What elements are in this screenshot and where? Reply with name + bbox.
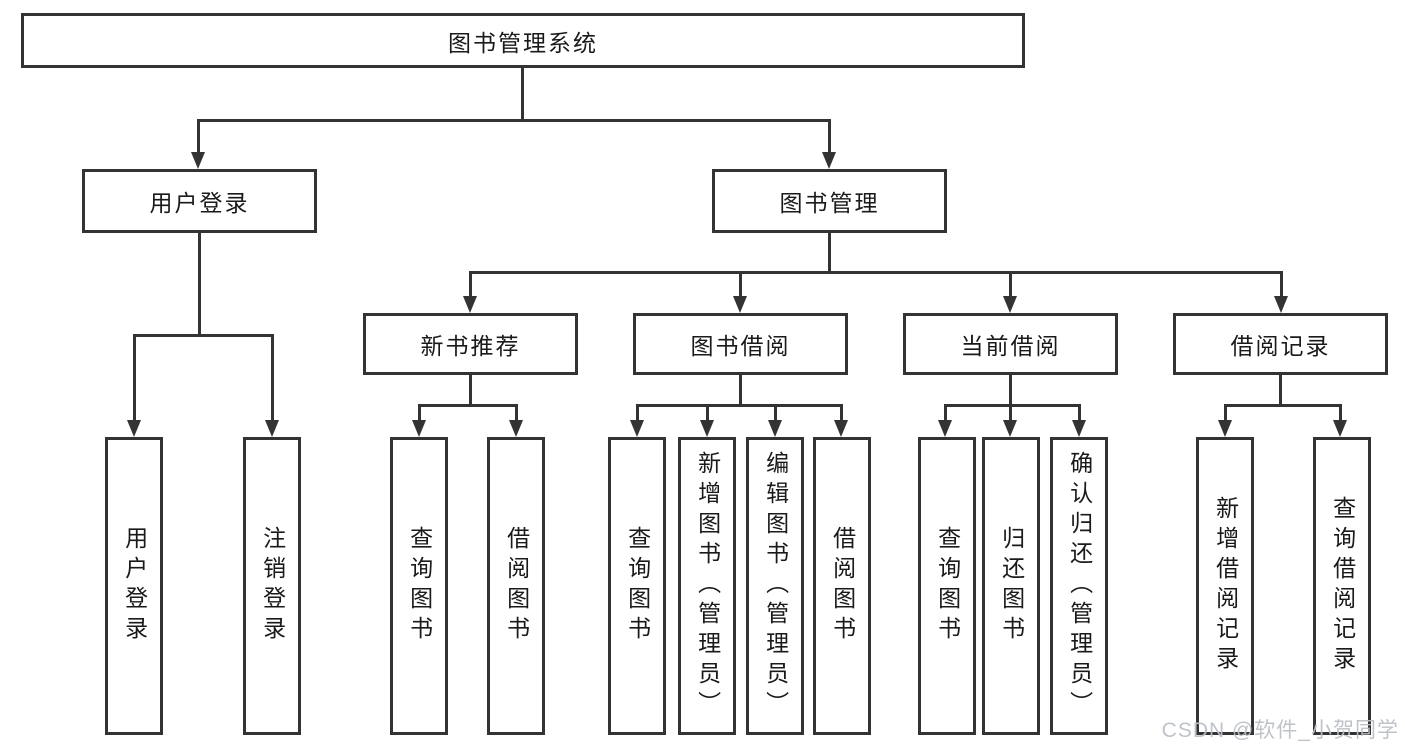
leaf-user-login: 用户登录	[105, 437, 163, 735]
leaf-query-book-recommend: 查询图书	[390, 437, 448, 735]
connector-line	[469, 271, 472, 298]
leaf-return-book-label: 归还图书	[998, 526, 1025, 646]
leaf-borrow-book-recommend-label: 借阅图书	[503, 526, 530, 646]
leaf-logout: 注销登录	[243, 437, 301, 735]
connector-line	[1224, 404, 1227, 421]
connector-line	[1009, 375, 1012, 407]
leaf-query-book: 查询图书	[608, 437, 666, 735]
leaf-query-borrow-record-label: 查询借阅记录	[1329, 496, 1356, 676]
node-new-book-recommend: 新书推荐	[363, 313, 578, 375]
connector-line	[1078, 404, 1081, 421]
connector-line	[1280, 271, 1283, 298]
arrowhead-icon	[463, 296, 477, 313]
connector-line	[1339, 404, 1342, 421]
connector-line	[706, 404, 709, 421]
node-borrow-record-label: 借阅记录	[1230, 333, 1331, 359]
node-book-borrow: 图书借阅	[633, 313, 848, 375]
arrowhead-icon	[1003, 420, 1017, 437]
node-current-borrow: 当前借阅	[903, 313, 1118, 375]
arrowhead-icon	[938, 420, 952, 437]
connector-line	[636, 404, 639, 421]
connector-line	[198, 233, 201, 337]
leaf-borrow-book: 借阅图书	[813, 437, 871, 735]
leaf-query-borrow-record: 查询借阅记录	[1313, 437, 1371, 735]
arrowhead-icon	[127, 420, 141, 437]
leaf-add-borrow-record: 新增借阅记录	[1196, 437, 1254, 735]
arrowhead-icon	[1218, 420, 1232, 437]
connector-line	[469, 375, 472, 407]
connector-line	[636, 404, 843, 407]
connector-line	[739, 271, 742, 298]
arrowhead-icon	[191, 152, 205, 169]
connector-line	[1009, 404, 1012, 421]
connector-line	[1279, 375, 1282, 407]
connector-line	[418, 404, 518, 407]
connector-line	[828, 119, 831, 155]
arrowhead-icon	[265, 420, 279, 437]
arrowhead-icon	[1072, 420, 1086, 437]
node-book-borrow-label: 图书借阅	[690, 333, 791, 359]
arrowhead-icon	[733, 296, 747, 313]
arrowhead-icon	[412, 420, 426, 437]
leaf-query-book-label: 查询图书	[624, 526, 651, 646]
connector-line	[1009, 271, 1012, 298]
node-borrow-record: 借阅记录	[1173, 313, 1388, 375]
arrowhead-icon	[834, 420, 848, 437]
node-user-login-label: 用户登录	[149, 190, 250, 216]
leaf-confirm-return-admin-label: 确认归还（管理员）	[1066, 451, 1093, 721]
node-book-management-label: 图书管理	[779, 190, 880, 216]
connector-line	[418, 404, 421, 421]
leaf-add-book-admin: 新增图书（管理员）	[678, 437, 736, 735]
leaf-edit-book-admin-label: 编辑图书（管理员）	[762, 451, 789, 721]
arrowhead-icon	[1274, 296, 1288, 313]
csdn-watermark: CSDN @软件_小贺同学	[1161, 719, 1399, 742]
leaf-confirm-return-admin: 确认归还（管理员）	[1050, 437, 1108, 735]
leaf-user-login-label: 用户登录	[121, 526, 148, 646]
node-current-borrow-label: 当前借阅	[960, 333, 1061, 359]
connector-line	[197, 119, 200, 155]
connector-line	[944, 404, 1081, 407]
connector-line	[515, 404, 518, 421]
leaf-query-current-borrow: 查询图书	[918, 437, 976, 735]
arrowhead-icon	[509, 420, 523, 437]
arrowhead-icon	[1333, 420, 1347, 437]
arrowhead-icon	[822, 152, 836, 169]
leaf-logout-label: 注销登录	[259, 526, 286, 646]
connector-line	[521, 68, 524, 122]
connector-line	[840, 404, 843, 421]
node-root: 图书管理系统	[21, 13, 1025, 68]
leaf-edit-book-admin: 编辑图书（管理员）	[746, 437, 804, 735]
connector-line	[828, 233, 831, 274]
arrowhead-icon	[630, 420, 644, 437]
connector-line	[133, 334, 274, 337]
arrowhead-icon	[700, 420, 714, 437]
leaf-borrow-book-label: 借阅图书	[829, 526, 856, 646]
arrowhead-icon	[1003, 296, 1017, 313]
connector-line	[774, 404, 777, 421]
connector-line	[944, 404, 947, 421]
leaf-add-book-admin-label: 新增图书（管理员）	[694, 451, 721, 721]
node-user-login: 用户登录	[82, 169, 317, 233]
node-root-label: 图书管理系统	[448, 29, 598, 56]
connector-line	[739, 375, 742, 407]
leaf-query-book-recommend-label: 查询图书	[406, 526, 433, 646]
leaf-borrow-book-recommend: 借阅图书	[487, 437, 545, 735]
connector-line	[133, 334, 136, 421]
leaf-add-borrow-record-label: 新增借阅记录	[1212, 496, 1239, 676]
connector-line	[1224, 404, 1342, 407]
node-book-management: 图书管理	[712, 169, 947, 233]
leaf-query-current-borrow-label: 查询图书	[934, 526, 961, 646]
connector-line	[197, 119, 831, 122]
connector-line	[469, 271, 1283, 274]
connector-line	[271, 334, 274, 421]
node-new-book-recommend-label: 新书推荐	[420, 333, 521, 359]
arrowhead-icon	[768, 420, 782, 437]
leaf-return-book: 归还图书	[982, 437, 1040, 735]
